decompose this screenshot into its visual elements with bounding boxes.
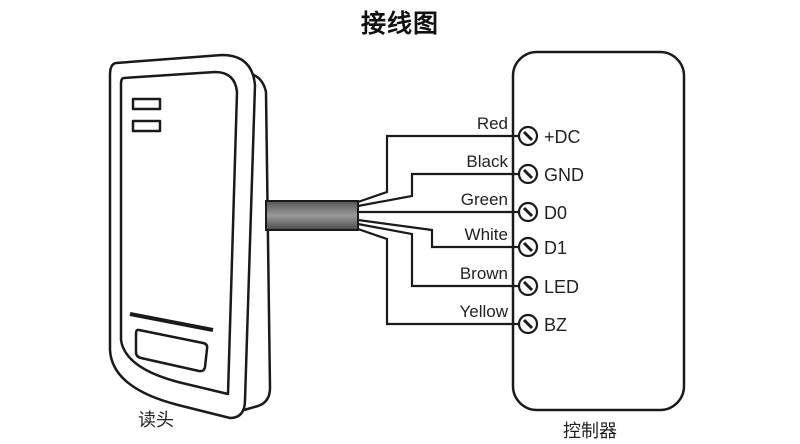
terminal-label: GND	[544, 165, 584, 185]
wire-black	[357, 172, 519, 208]
reader-back-shell	[243, 71, 272, 412]
wire-label: White	[465, 225, 508, 244]
indicator-led-1	[131, 97, 162, 111]
wire-brown	[357, 222, 519, 288]
screw-slot-icon	[522, 168, 534, 180]
wire-red	[357, 134, 519, 204]
terminal-label: D1	[544, 238, 567, 258]
reader-caption: 读头	[138, 410, 174, 431]
reader-divider-line	[129, 312, 214, 332]
indicator-led-2	[131, 119, 162, 133]
controller-caption: 控制器	[563, 421, 617, 442]
reader-bottom-window	[134, 328, 209, 373]
wire-yellow	[357, 227, 519, 326]
diagram-title: 接线图	[360, 9, 439, 38]
wire-label: Red	[477, 114, 508, 133]
wire-label: Green	[461, 190, 508, 209]
screw-slot-icon	[522, 206, 534, 218]
cable-sheath	[265, 200, 359, 231]
screw-slot-icon	[522, 130, 534, 142]
terminal-label: BZ	[544, 315, 567, 335]
screw-slot-icon	[522, 280, 534, 292]
terminal-label: LED	[544, 277, 579, 297]
card-reader	[108, 53, 272, 420]
wire-white	[357, 218, 519, 249]
wire-label: Brown	[460, 264, 508, 283]
screw-slot-icon	[522, 241, 534, 253]
wire-label: Yellow	[459, 302, 508, 321]
terminal-label: +DC	[544, 127, 581, 147]
reader-inner-face	[119, 70, 239, 396]
controller-box	[511, 50, 686, 412]
terminal-label: D0	[544, 203, 567, 223]
wire-label: Black	[466, 152, 508, 171]
screw-slot-icon	[522, 318, 534, 330]
